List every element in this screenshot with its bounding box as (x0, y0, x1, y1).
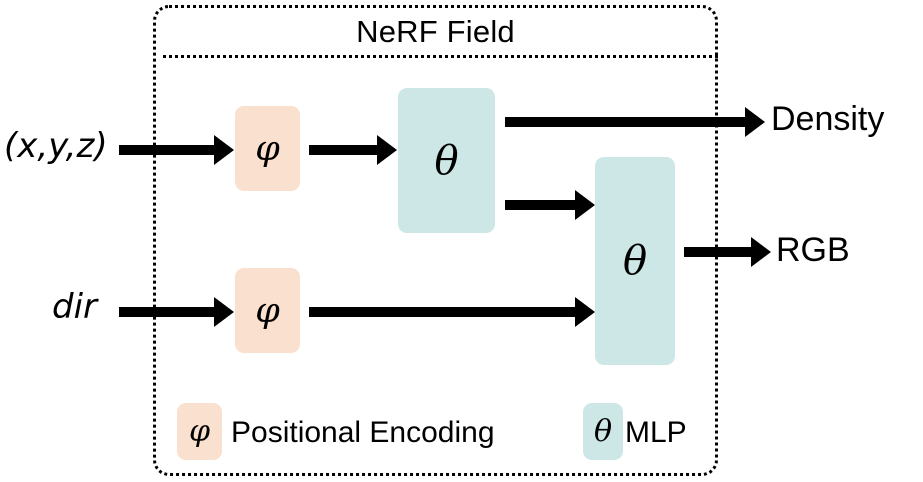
nerf-field-title: NeRF Field (356, 14, 515, 49)
legend-swatch-positional-encoding: φ (177, 403, 222, 460)
legend-swatch-mlp: θ (583, 403, 623, 460)
nerf-field-container (153, 5, 718, 476)
arrow-direction-to-encoding (119, 307, 217, 317)
input-label-position: (x,y,z) (4, 126, 108, 166)
arrow-color-mlp-to-rgb (684, 247, 754, 257)
input-label-direction: dir (52, 287, 98, 327)
block-positional-encoding-direction: φ (235, 268, 300, 353)
arrow-mlp-to-color-mlp (505, 200, 578, 210)
block-mlp-color: θ (595, 157, 675, 365)
output-label-density: Density (771, 100, 885, 138)
output-label-rgb: RGB (776, 231, 850, 269)
block-positional-encoding-position: φ (235, 106, 300, 191)
arrow-encoding-to-mlp (309, 145, 380, 155)
arrow-position-to-encoding (119, 145, 217, 155)
arrow-mlp-to-density (505, 117, 748, 127)
block-mlp-density: θ (398, 88, 495, 233)
arrow-direction-encoding-to-color-mlp (309, 307, 578, 317)
legend-label-mlp: MLP (625, 416, 687, 449)
legend-label-positional-encoding: Positional Encoding (231, 416, 495, 449)
title-divider (163, 55, 718, 58)
